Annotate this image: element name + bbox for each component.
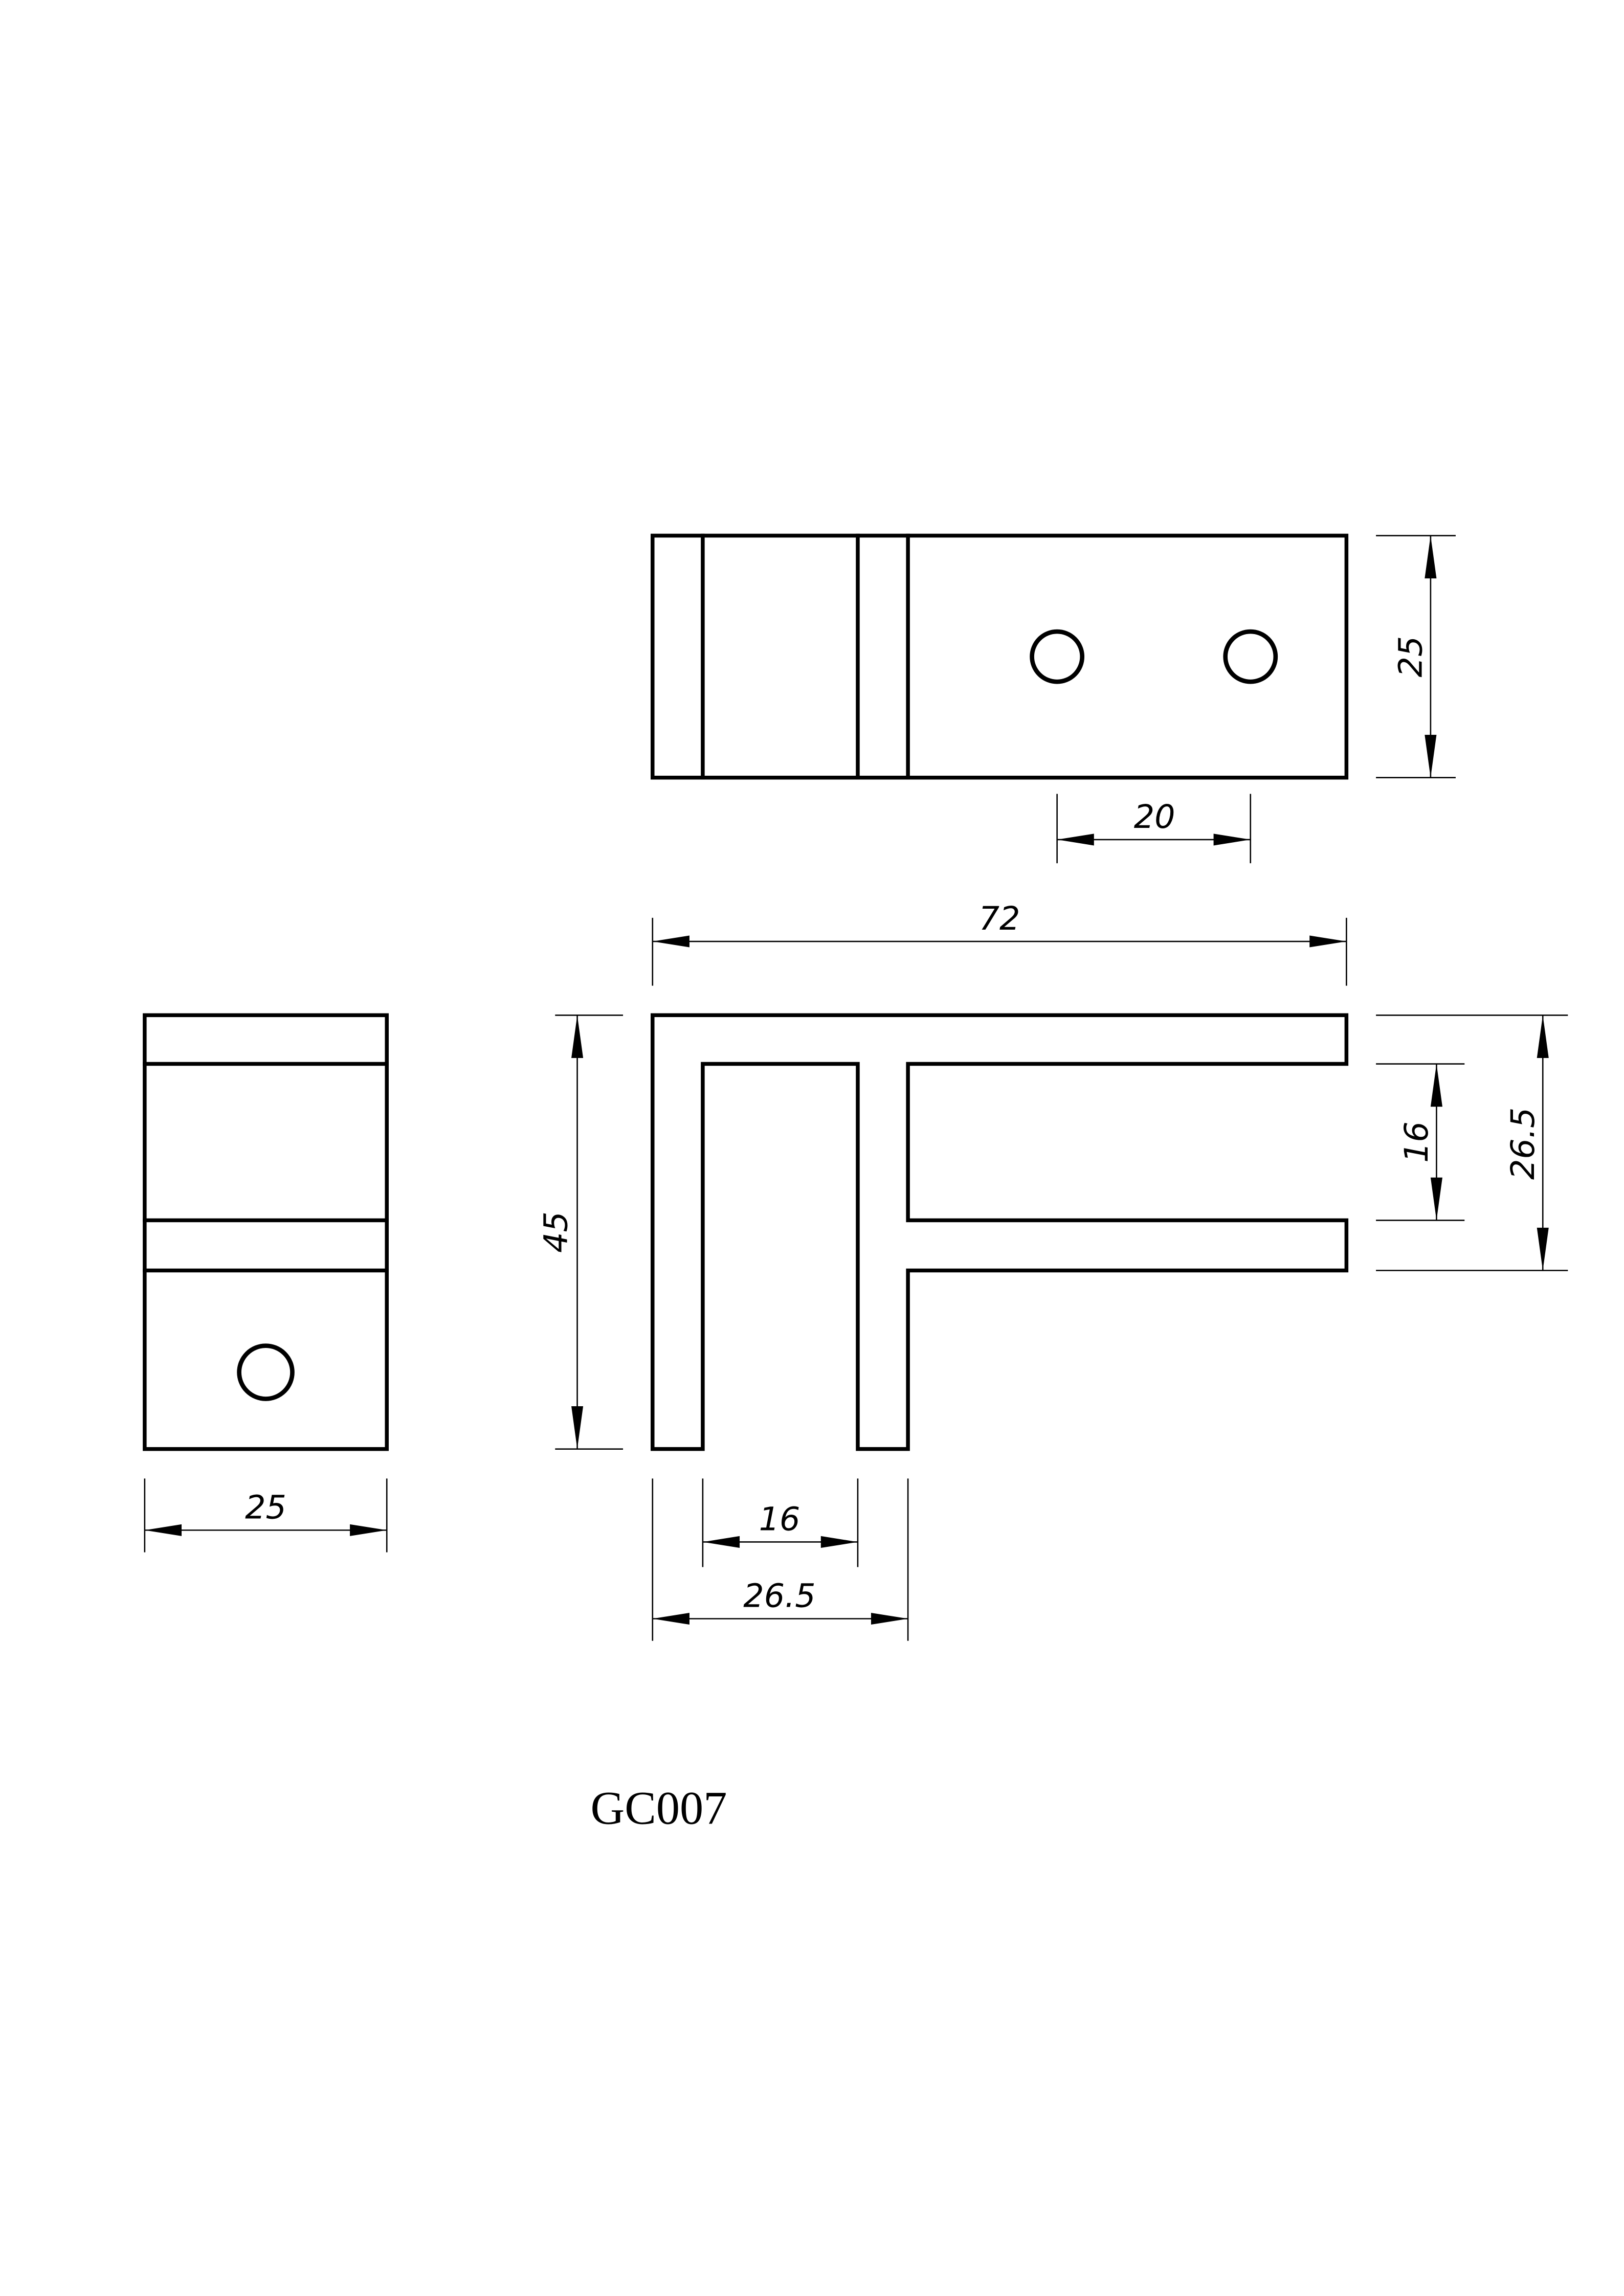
- mounting-hole: [1030, 629, 1085, 684]
- side-view-outline: [143, 1013, 389, 1451]
- dimension-label: 16: [1397, 1121, 1435, 1163]
- top-view-outline: [651, 533, 1349, 780]
- dimension-label: 72: [979, 899, 1020, 937]
- dimension-label: 26.5: [1504, 1108, 1542, 1180]
- dimension-label: 16: [759, 1500, 800, 1538]
- dimension-hole-spacing: 20: [1056, 794, 1252, 864]
- dimension-label: 45: [537, 1211, 574, 1253]
- side-view: 25: [143, 1013, 389, 1552]
- part-number-label: GC007: [591, 1782, 727, 1834]
- dimension-side-width: 25: [144, 1478, 388, 1552]
- dimension-arm-span-right: 26.5: [1376, 1014, 1568, 1271]
- dimension-overall-height: 45: [537, 1014, 624, 1450]
- dimension-top-height: 25: [1376, 535, 1456, 779]
- dimension-label: 26.5: [743, 1577, 815, 1614]
- dimension-label: 25: [1392, 636, 1430, 678]
- dimension-label: 20: [1134, 798, 1175, 836]
- front-view-outline: [651, 1013, 1349, 1451]
- dimension-slot-width-right: 16: [1376, 1063, 1465, 1221]
- dimension-label: 25: [245, 1488, 286, 1526]
- dimension-slot-width-bottom: 16: [702, 1478, 859, 1567]
- mounting-hole: [1223, 629, 1278, 684]
- dimension-overall-length: 72: [652, 899, 1347, 986]
- front-view: 72 45 16 26.5: [537, 899, 1568, 1641]
- dimension-leg-span-bottom: 26.5: [652, 1478, 909, 1641]
- top-view: 25 20: [651, 533, 1456, 864]
- mounting-hole: [237, 1343, 295, 1401]
